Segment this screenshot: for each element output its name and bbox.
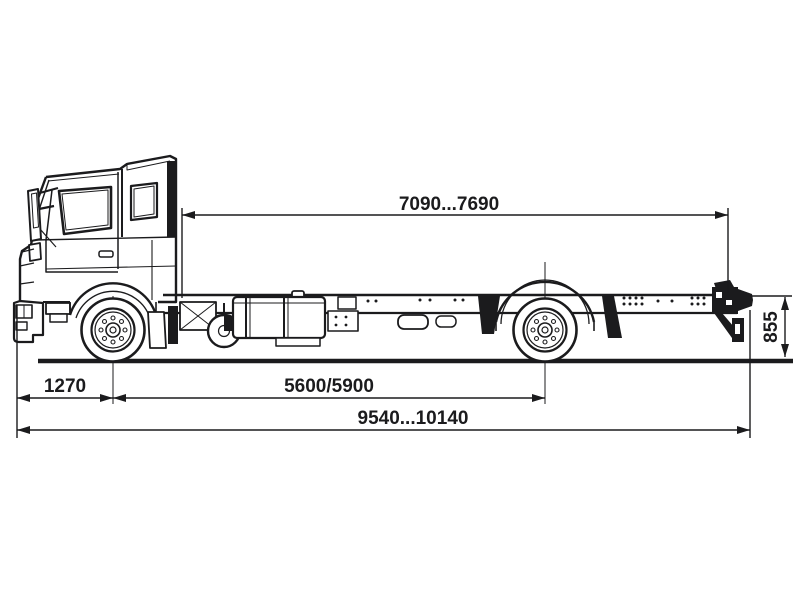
- fog-light: [15, 321, 28, 331]
- chassis-equipment: [147, 290, 457, 349]
- front-wheel: [80, 296, 146, 404]
- dim-frame-height: 855: [761, 297, 789, 357]
- front-fender: [68, 282, 158, 319]
- wiper: [39, 228, 57, 248]
- tow-hitch: [712, 280, 753, 342]
- rear-wheel: [512, 262, 578, 404]
- dim-wheelbase: 5600/5900: [113, 376, 545, 402]
- front-bumper: [12, 299, 45, 344]
- door-handle: [98, 250, 114, 258]
- rear-side-window: [129, 181, 159, 222]
- tow-jaw: [738, 289, 753, 311]
- air-tanks: [397, 314, 457, 330]
- dim-label-wheelbase: 5600/5900: [284, 376, 374, 397]
- front-mudflap: [147, 311, 167, 349]
- dim-frame-span: 7090...7690: [182, 194, 728, 219]
- fuel-tank: [231, 290, 327, 347]
- side-mirror: [27, 186, 59, 262]
- dim-label-overall-length: 9540...10140: [358, 408, 469, 429]
- door-window: [57, 185, 113, 236]
- cab-rear-bracket: [168, 306, 178, 344]
- spring-front-bracket: [478, 296, 500, 334]
- frame-bracket: [327, 296, 359, 332]
- truck-cab: [12, 154, 178, 344]
- cab-step: [45, 302, 71, 323]
- spring-rear-bracket: [602, 296, 622, 338]
- cab-rear-air-intake: [167, 161, 176, 237]
- dim-label-front-overhang: 1270: [44, 376, 86, 397]
- dim-front-overhang: 1270: [17, 376, 113, 402]
- front-grille: [19, 248, 35, 285]
- cab-door: [45, 172, 119, 273]
- dimension-lines: 7090...7690 855 1270 5600/590: [16, 194, 792, 438]
- dim-overall-length: 9540...10140: [17, 408, 750, 434]
- frame-rivets: [366, 296, 706, 306]
- dim-label-frame-span: 7090...7690: [399, 194, 499, 215]
- dim-label-frame-height: 855: [761, 311, 782, 343]
